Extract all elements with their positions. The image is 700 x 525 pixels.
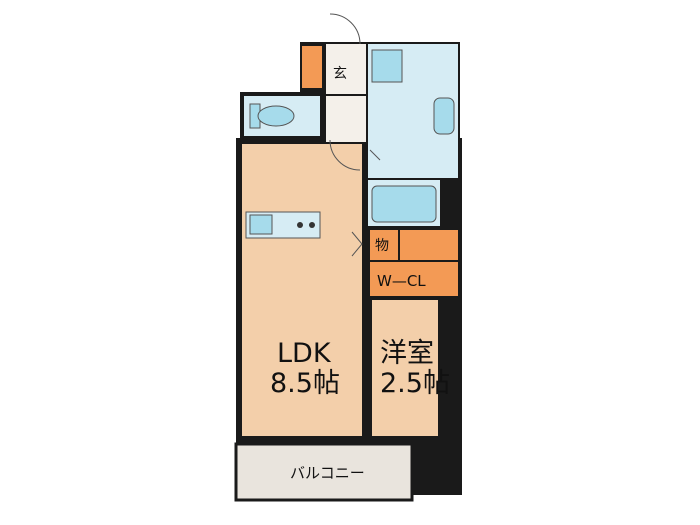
stove-burner-right xyxy=(309,222,315,228)
ldk-name: LDK xyxy=(277,338,332,369)
wcl-label: W—CL xyxy=(377,272,426,290)
stove-burner-left xyxy=(297,222,303,228)
western-size: 2.5帖 xyxy=(380,368,450,399)
storage-room xyxy=(370,230,398,260)
bathtub xyxy=(371,185,437,223)
toilet-bowl xyxy=(257,105,295,127)
western-room xyxy=(372,300,438,436)
rooms xyxy=(234,44,458,502)
fixtures xyxy=(245,49,455,239)
labels: LDK 8.5帖 洋室 2.5帖 W—CL 物 玄 バルコニー xyxy=(270,65,450,482)
entrance-door xyxy=(329,13,361,45)
entrance xyxy=(326,44,366,94)
kitchen-sink xyxy=(249,214,273,235)
balcony-label: バルコニー xyxy=(290,464,365,482)
shoe-closet xyxy=(302,46,322,88)
balcony xyxy=(234,442,414,502)
closet-upper xyxy=(400,230,458,260)
walk-in-closet xyxy=(370,262,458,296)
wash-basin xyxy=(433,97,455,135)
hall-door xyxy=(329,139,361,171)
washroom-door xyxy=(369,149,381,161)
doors xyxy=(329,13,381,257)
western-name: 洋室 xyxy=(380,338,434,369)
storage-door xyxy=(351,231,363,257)
hallway xyxy=(326,96,366,142)
entrance-label: 玄 xyxy=(333,65,347,82)
washing-machine xyxy=(371,49,403,83)
ldk-room xyxy=(242,144,362,436)
storage-label: 物 xyxy=(375,238,389,254)
ldk-size: 8.5帖 xyxy=(270,368,340,399)
